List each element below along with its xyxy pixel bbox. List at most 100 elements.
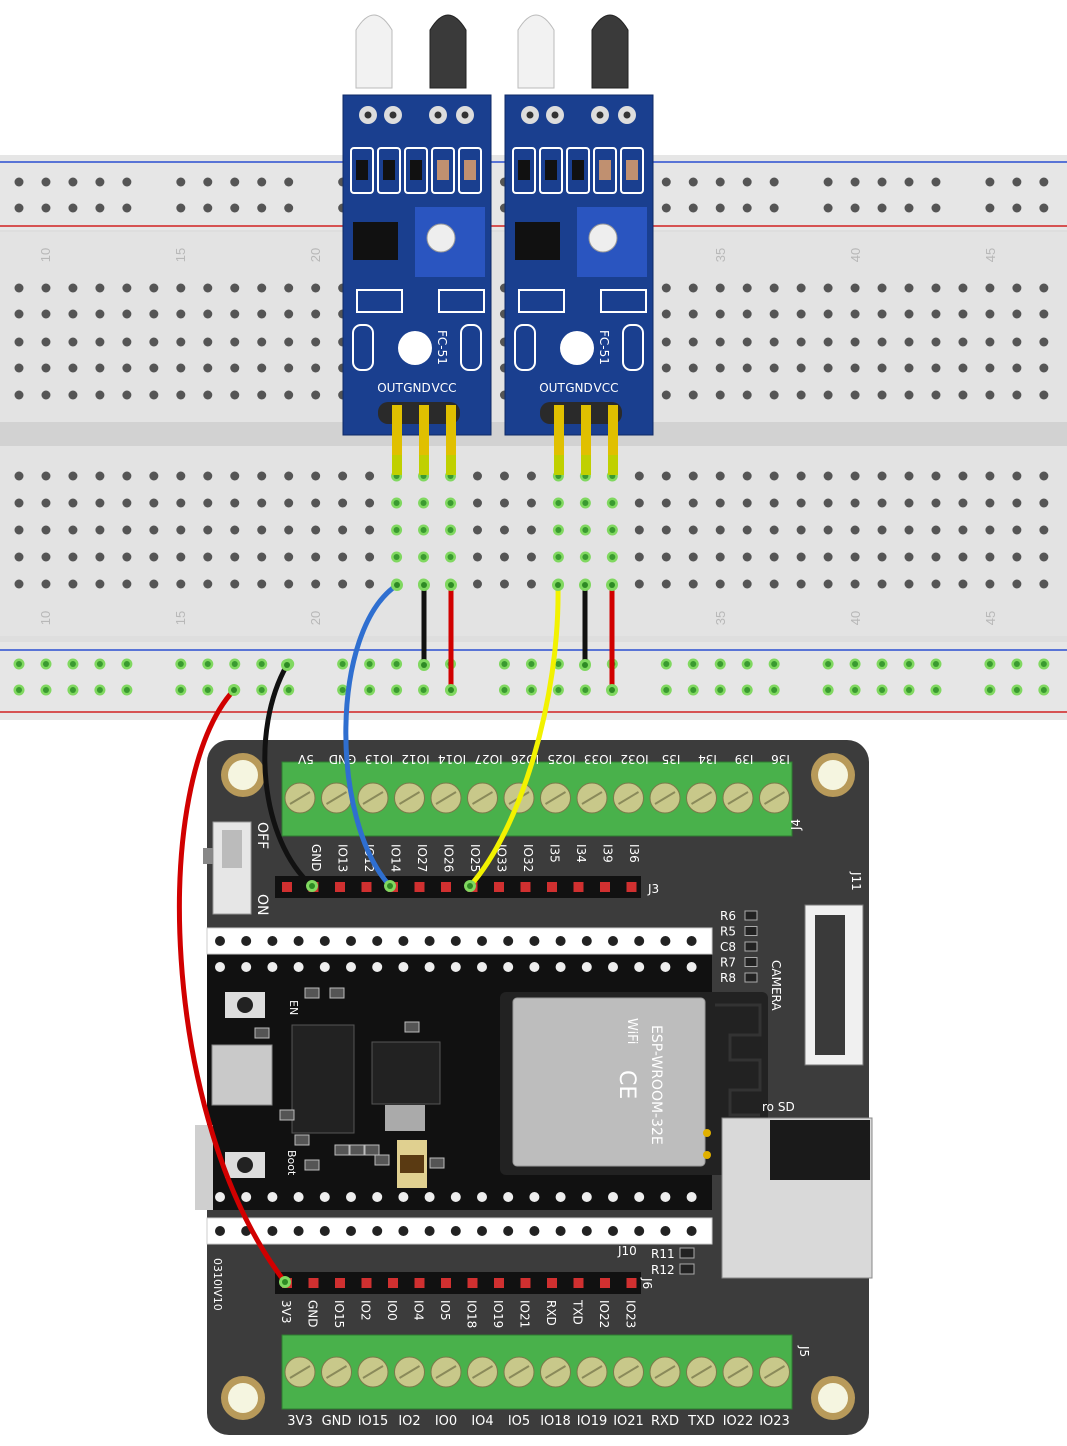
j5-pin-label: IO0 (435, 1414, 457, 1429)
j5-pin-label: IO15 (358, 1414, 389, 1429)
label-j4: J4 (789, 819, 803, 831)
j3-pin-label: IO27 (415, 844, 429, 872)
j5-pin-label: IO19 (577, 1414, 608, 1429)
version-label: 0310IV10 (211, 1258, 224, 1311)
j6-pin-label: IO2 (359, 1300, 373, 1321)
label-j5: J5 (797, 1345, 811, 1357)
wire-black-gnd (262, 663, 314, 888)
wire-blue-io14 (343, 582, 399, 888)
j5-pin-label: IO18 (540, 1414, 571, 1429)
j4-pin-label: IO32 (620, 752, 648, 766)
j5-pin-label: RXD (651, 1414, 679, 1429)
column-number: 45 (983, 611, 998, 625)
j6-pin-label: RXD (544, 1300, 558, 1326)
camera-label: CAMERA (769, 960, 783, 1011)
j5-pin-label: IO5 (508, 1414, 530, 1429)
column-number: 20 (308, 248, 323, 262)
sensor-pin-label: GND (565, 381, 593, 395)
j4-pin-label: IO14 (438, 752, 466, 766)
sensor-pin-label: VCC (432, 381, 457, 395)
j5-pin-label: IO4 (471, 1414, 493, 1429)
column-number: 20 (308, 611, 323, 625)
j3-pin-label: I36 (627, 844, 641, 863)
j6-pin-label: IO0 (385, 1300, 399, 1321)
j6-pin-label: TXD (571, 1299, 585, 1325)
j3-pin-label: IO13 (336, 844, 350, 872)
j4-pin-label: IO25 (547, 752, 575, 766)
label-j6: J6 (640, 1277, 654, 1289)
mounting-hole-br (811, 1376, 855, 1420)
label-j3: J3 (647, 882, 659, 896)
column-number: 40 (848, 248, 863, 262)
j4-pin-label: 5V (297, 752, 314, 766)
j3-pin-label: GND (309, 844, 323, 872)
pin-header-j6 (275, 1272, 641, 1294)
sensor-pin-label: OUT (377, 381, 403, 395)
j5-pin-label: IO22 (723, 1414, 754, 1429)
column-number: 10 (38, 248, 53, 262)
component-label: R8 (720, 971, 736, 985)
switch-on-label: ON (254, 894, 270, 916)
label-j10: J10 (617, 1244, 637, 1258)
column-number: 35 (713, 248, 728, 262)
j4-pin-label: IO12 (401, 752, 429, 766)
j3-pin-label: IO26 (442, 844, 456, 872)
usb-port (211, 1044, 273, 1106)
j6-pin-label: IO23 (624, 1300, 638, 1328)
j4-pin-label: I39 (735, 752, 754, 766)
j4-pin-label: I35 (662, 752, 681, 766)
wires (176, 579, 618, 1288)
j4-pin-label: I36 (771, 752, 790, 766)
j4-pin-label: I34 (698, 752, 717, 766)
j6-pin-label: IO19 (491, 1300, 505, 1328)
j4-pin-label: IO13 (365, 752, 393, 766)
label-j11: J11 (849, 871, 863, 891)
j4-pin-label: IO33 (584, 752, 612, 766)
component-label: R6 (720, 909, 736, 923)
j5-pin-label: IO2 (398, 1414, 420, 1429)
column-number: 10 (38, 611, 53, 625)
j6-pin-label: IO15 (332, 1300, 346, 1328)
sensor-model: FC-51 (597, 330, 611, 365)
mounting-hole-tr (811, 753, 855, 797)
en-label: EN (287, 1000, 300, 1015)
sensor-pin-label: GND (403, 381, 431, 395)
microsd-label: ro SD (762, 1100, 795, 1114)
j6-pin-label: IO18 (465, 1300, 479, 1328)
j3-pin-label: I39 (601, 844, 615, 863)
column-number: 15 (173, 611, 188, 625)
boot-label: Boot (285, 1150, 298, 1176)
j3-pin-label: IO32 (521, 844, 535, 872)
j6-pin-label: IO4 (412, 1300, 426, 1321)
j3-pin-label: IO25 (468, 844, 482, 872)
j5-pin-label: IO21 (613, 1414, 644, 1429)
component-label: R7 (720, 956, 736, 970)
regulator (371, 1041, 441, 1105)
j6-pin-label: IO21 (518, 1300, 532, 1328)
column-number: 35 (713, 611, 728, 625)
j6-pin-label: 3V3 (279, 1300, 293, 1323)
column-number: 45 (983, 248, 998, 262)
j3-pin-label: I34 (574, 844, 588, 863)
ce-mark: CE (614, 1070, 639, 1099)
sensor-model: FC-51 (435, 330, 449, 365)
j6-pin-label: IO5 (438, 1300, 452, 1321)
wire-yellow-io25 (468, 584, 561, 888)
mounting-hole-tl (221, 753, 265, 797)
label-r11: R11 (651, 1247, 675, 1261)
switch-off-label: OFF (254, 822, 270, 849)
sensor-pin-label: OUT (539, 381, 565, 395)
mounting-hole-bl (221, 1376, 265, 1420)
j5-pin-label: IO23 (759, 1414, 790, 1429)
label-r12: R12 (651, 1263, 675, 1277)
j6-pin-label: IO22 (597, 1300, 611, 1328)
pin-header-j3 (275, 876, 641, 898)
column-number: 40 (848, 611, 863, 625)
j5-pin-label: TXD (687, 1414, 715, 1429)
j3-pin-label: IO33 (495, 844, 509, 872)
